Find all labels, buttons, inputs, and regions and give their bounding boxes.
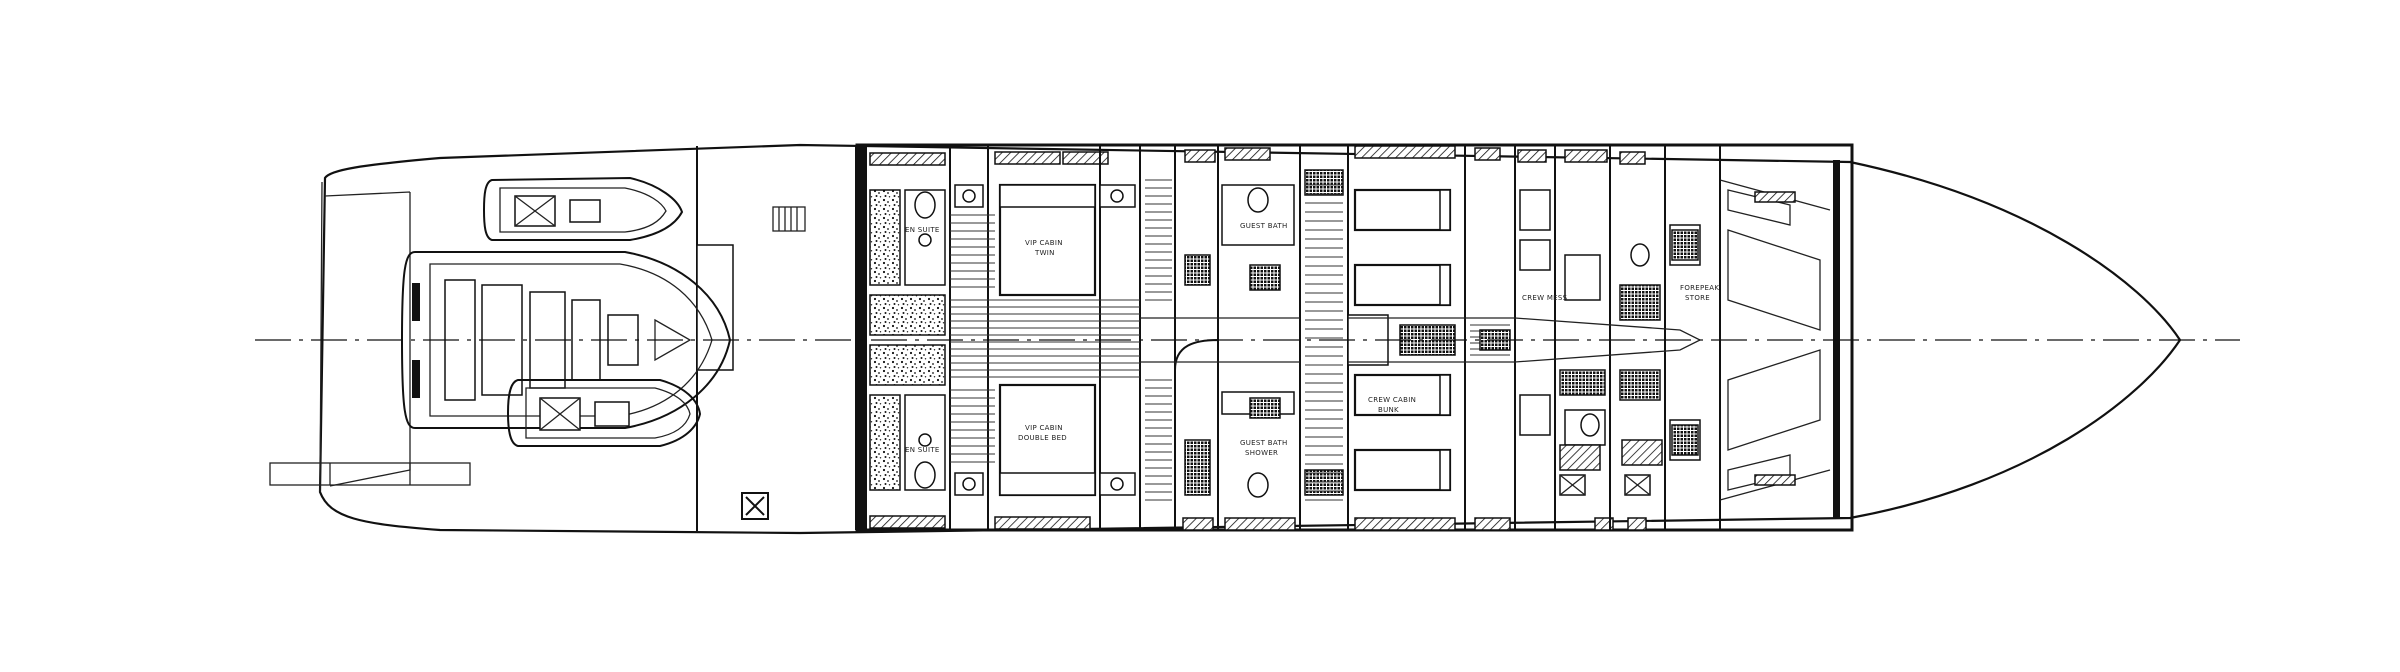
top-lockers bbox=[869, 145, 1646, 166]
boarding-step bbox=[269, 462, 471, 486]
forepeak-area bbox=[1669, 179, 1831, 501]
guest-bath-center bbox=[1184, 184, 1295, 498]
label-guest-bath-bottom-sub: SHOWER bbox=[1245, 449, 1278, 457]
hatch-x-icon bbox=[741, 492, 769, 520]
label-vip-port-sub: TWIN bbox=[1034, 249, 1055, 257]
label-crew-cabin: CREW CABIN bbox=[1368, 396, 1416, 404]
label-crew-cabin-sub: BUNK bbox=[1378, 406, 1399, 414]
label-crew-mess: CREW MESS bbox=[1522, 294, 1568, 302]
tender-small-top bbox=[482, 176, 684, 241]
tender-small-bottom bbox=[506, 379, 702, 447]
label-forepeak-sub: STORE bbox=[1685, 294, 1710, 302]
label-vip-stbd-sub: DOUBLE BED bbox=[1018, 434, 1067, 442]
label-guest-bath-bottom: GUEST BATH bbox=[1240, 439, 1288, 447]
deck-grate-icon bbox=[772, 206, 806, 232]
label-guest-bath-top: GUEST BATH bbox=[1240, 222, 1288, 230]
partitions bbox=[949, 145, 1721, 530]
label-ensuite-top: EN SUITE bbox=[905, 226, 940, 234]
bottom-lockers bbox=[869, 515, 1647, 531]
bulkhead-fwd bbox=[1833, 160, 1840, 518]
stairs-main bbox=[1145, 179, 1172, 501]
aft-guest-panels bbox=[869, 189, 946, 491]
label-vip-port: VIP CABIN bbox=[1025, 239, 1063, 247]
label-ensuite-bottom: EN SUITE bbox=[905, 446, 940, 454]
tender-large bbox=[400, 251, 732, 429]
nightstands bbox=[954, 184, 1136, 496]
deck-planking-aft bbox=[950, 214, 1140, 463]
label-forepeak: FOREPEAK bbox=[1680, 284, 1719, 292]
label-vip-stbd: VIP CABIN bbox=[1025, 424, 1063, 432]
crew-galley bbox=[1519, 189, 1663, 496]
bulkhead-aft bbox=[855, 145, 867, 530]
